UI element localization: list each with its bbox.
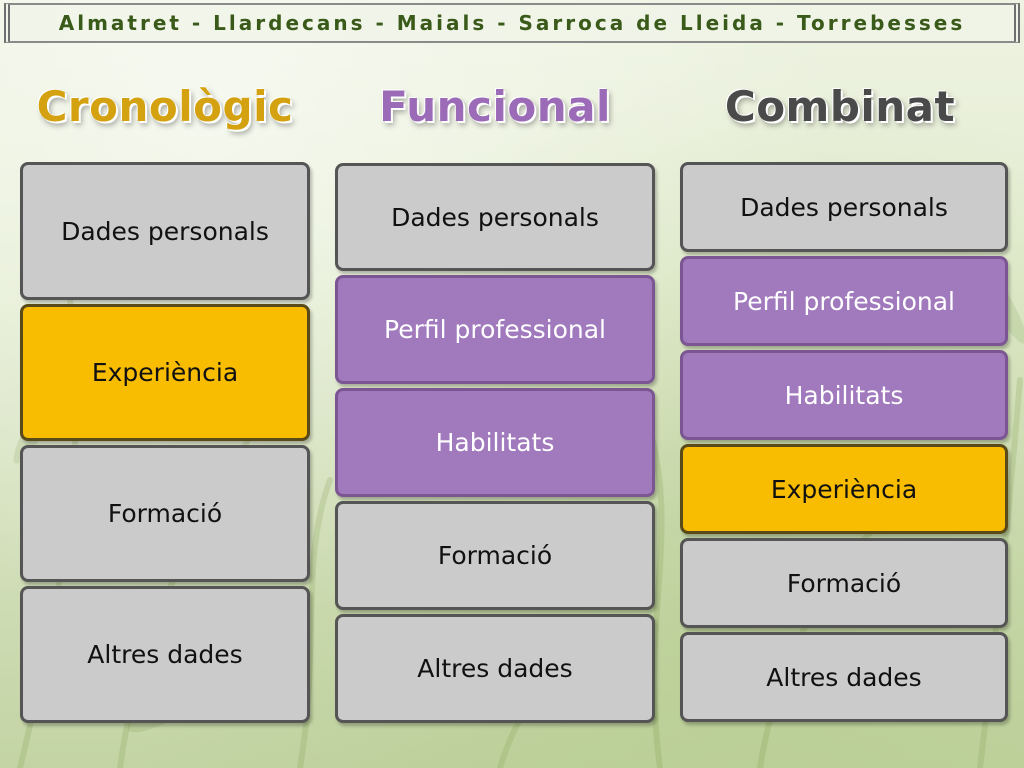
combinat-item-habilitats: Habilitats bbox=[680, 350, 1008, 440]
item-label: Habilitats bbox=[784, 380, 904, 410]
funcional-item-dades-personals: Dades personals bbox=[335, 163, 655, 271]
funcional-item-formacio: Formació bbox=[335, 501, 655, 610]
item-label: Habilitats bbox=[435, 428, 555, 457]
combinat-item-altres-dades: Altres dades bbox=[680, 632, 1008, 722]
column-title-combinat: Combinat bbox=[724, 82, 956, 131]
column-title-cronologic: Cronològic bbox=[36, 82, 294, 131]
item-label: Dades personals bbox=[740, 192, 948, 222]
combinat-item-dades-personals: Dades personals bbox=[680, 162, 1008, 252]
header-banner: Almatret - Llardecans - Maials - Sarroca… bbox=[4, 3, 1020, 43]
item-label: Dades personals bbox=[61, 216, 269, 246]
funcional-item-habilitats: Habilitats bbox=[335, 388, 655, 497]
item-label: Altres dades bbox=[766, 662, 922, 692]
item-label: Altres dades bbox=[87, 640, 243, 669]
item-label: Dades personals bbox=[391, 202, 599, 232]
item-label: Perfil professional bbox=[733, 286, 955, 316]
combinat-item-formacio: Formació bbox=[680, 538, 1008, 628]
cronologic-item-formacio: Formació bbox=[20, 445, 310, 582]
item-label: Formació bbox=[437, 541, 553, 570]
funcional-item-altres-dades: Altres dades bbox=[335, 614, 655, 723]
cronologic-item-altres-dades: Altres dades bbox=[20, 586, 310, 723]
column-title-funcional: Funcional bbox=[379, 82, 611, 131]
cronologic-item-experiencia: Experiència bbox=[20, 304, 310, 441]
item-label: Altres dades bbox=[417, 654, 573, 683]
item-label: Formació bbox=[786, 568, 902, 598]
item-label: Experiència bbox=[770, 474, 918, 504]
item-label: Experiència bbox=[91, 358, 239, 387]
cronologic-item-dades-personals: Dades personals bbox=[20, 162, 310, 300]
item-label: Perfil professional bbox=[384, 315, 606, 344]
funcional-item-perfil-professional: Perfil professional bbox=[335, 275, 655, 384]
header-title: Almatret - Llardecans - Maials - Sarroca… bbox=[58, 11, 966, 35]
combinat-item-experiencia: Experiència bbox=[680, 444, 1008, 534]
combinat-item-perfil-professional: Perfil professional bbox=[680, 256, 1008, 346]
item-label: Formació bbox=[107, 499, 223, 528]
